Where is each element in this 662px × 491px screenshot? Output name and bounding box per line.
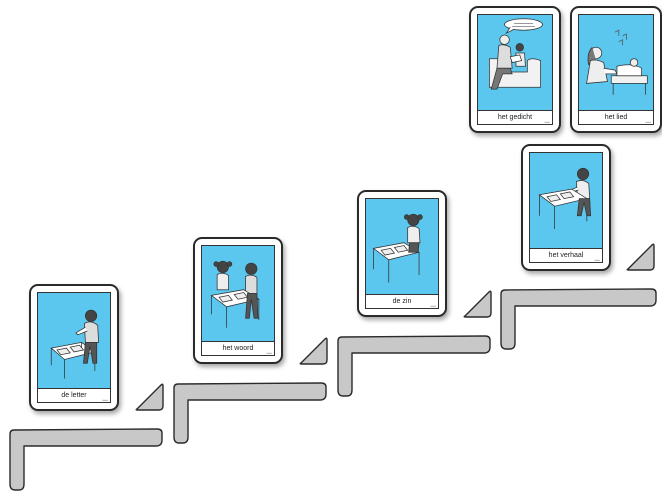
card-picture: [578, 14, 654, 110]
word-card-het-gedicht[interactable]: het gedicht ▪▪▪▪▪▪: [469, 6, 561, 133]
stair-marker-4: [627, 244, 654, 270]
two-children-at-desk-illustration: [202, 246, 274, 341]
card-credit-mark: ▪▪▪▪▪▪: [103, 399, 108, 402]
card-picture: [37, 292, 111, 388]
card-picture: [529, 152, 603, 248]
card-picture: [477, 14, 553, 110]
card-credit-mark: ▪▪▪▪▪▪: [595, 259, 600, 262]
man-reading-to-child-illustration: [478, 15, 552, 110]
card-credit-mark: ▪▪▪▪▪▪: [267, 352, 272, 355]
word-card-de-letter[interactable]: de letter ▪▪▪▪▪▪: [29, 284, 119, 411]
word-card-de-zin[interactable]: de zin ▪▪▪▪▪▪: [357, 190, 447, 317]
card-credit-mark: ▪▪▪▪▪▪: [431, 305, 436, 308]
card-credit-mark: ▪▪▪▪▪▪: [646, 121, 651, 124]
card-caption: de letter: [37, 388, 111, 403]
stair-marker-3: [464, 291, 491, 317]
card-credit-mark: ▪▪▪▪▪▪: [545, 121, 550, 124]
card-picture: [201, 245, 275, 341]
card-caption: het verhaal: [529, 248, 603, 263]
stair-step-3: [338, 336, 490, 396]
stair-step-2: [174, 383, 326, 443]
stair-marker-2: [300, 338, 327, 364]
woman-singing-to-baby-illustration: [579, 15, 653, 110]
child-at-desk-illustration: [530, 153, 602, 248]
stair-marker-1: [136, 384, 163, 410]
card-caption: het gedicht: [477, 110, 553, 125]
word-card-het-verhaal[interactable]: het verhaal ▪▪▪▪▪▪: [521, 144, 611, 271]
card-caption: de zin: [365, 294, 439, 309]
stair-step-4: [501, 289, 656, 349]
word-card-het-woord[interactable]: het woord ▪▪▪▪▪▪: [193, 237, 283, 364]
child-at-desk-illustration: [38, 293, 110, 388]
stair-step-1: [10, 429, 162, 490]
word-card-het-lied[interactable]: het lied ▪▪▪▪▪▪: [570, 6, 662, 133]
card-caption: het woord: [201, 341, 275, 356]
child-at-desk-illustration: [366, 199, 438, 294]
card-picture: [365, 198, 439, 294]
card-caption: het lied: [578, 110, 654, 125]
